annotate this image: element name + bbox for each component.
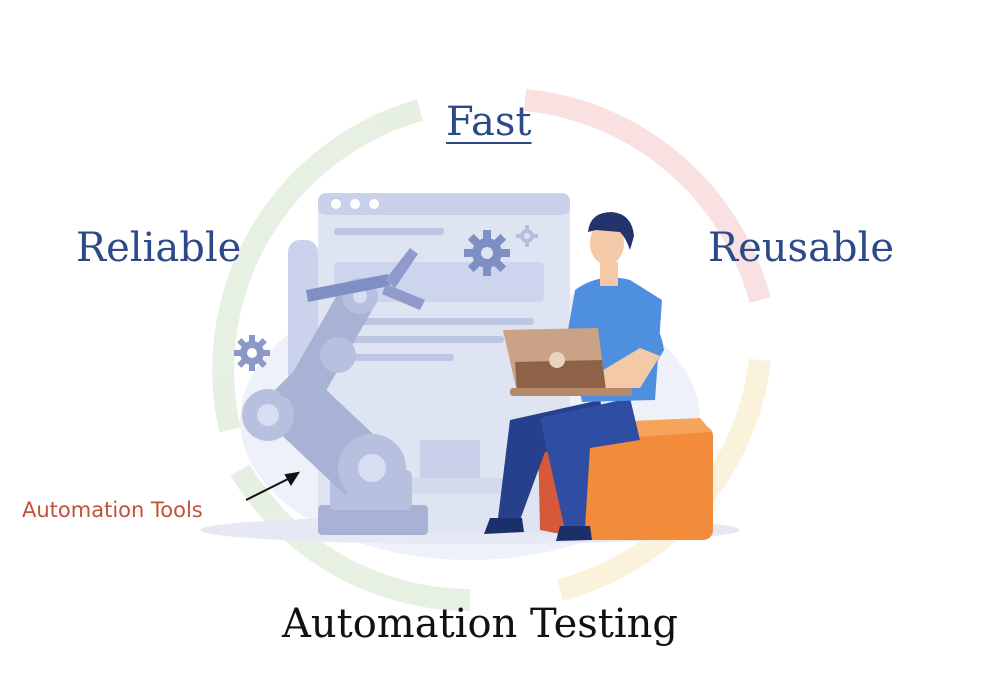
reusable-label: Reusable [708,225,894,271]
robot-arm [242,240,428,535]
page-title: Automation Testing [282,601,679,647]
reliable-label: Reliable [76,225,242,271]
automation-tools-label: Automation Tools [22,498,203,522]
fast-label: Fast [446,99,532,145]
arrow [245,471,301,501]
gear-icon [464,230,510,276]
gear-icon-left [234,335,270,371]
laptop [503,328,632,396]
gear-icon-small [516,225,538,247]
